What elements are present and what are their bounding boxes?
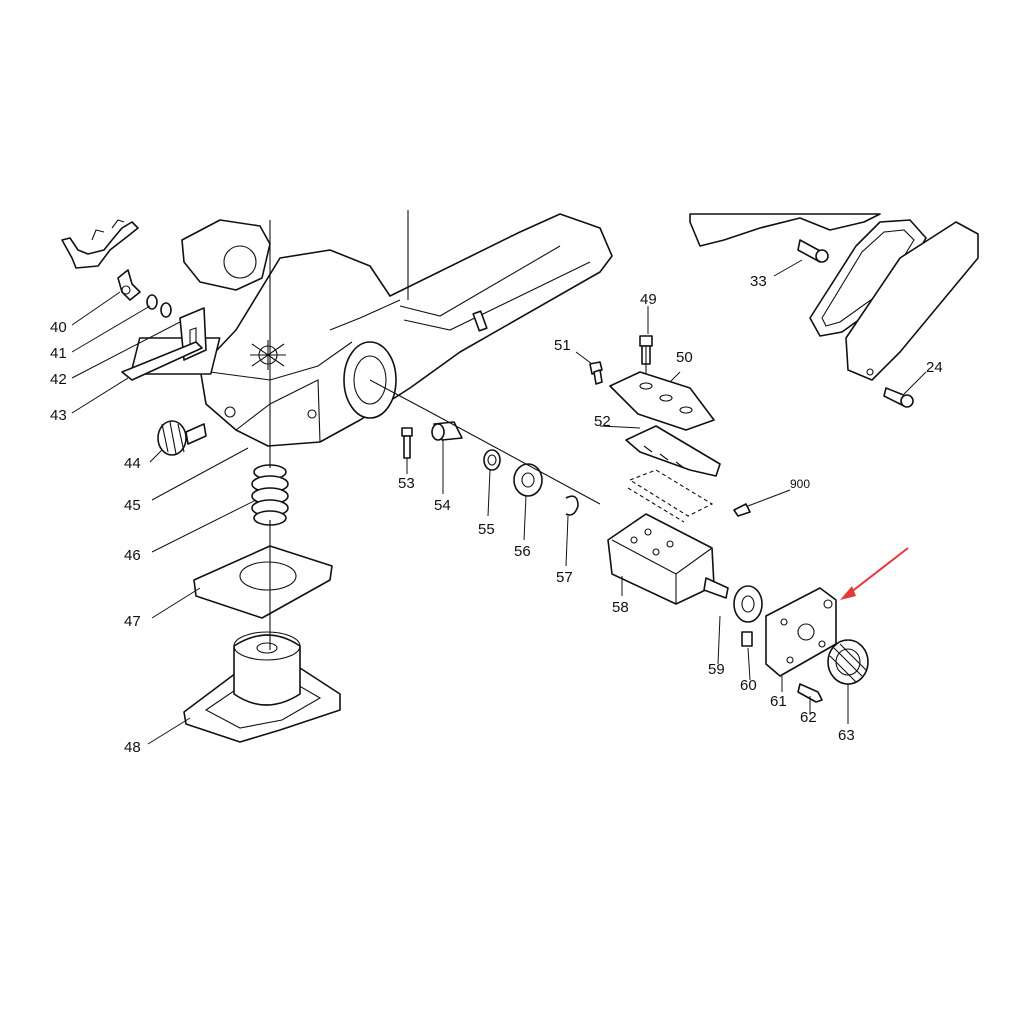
drum-58 [607, 513, 729, 605]
dashed-insert [627, 469, 714, 523]
leader-lines [71, 259, 927, 745]
label-48: 48 [124, 739, 141, 756]
label-900: 900 [790, 477, 810, 491]
screw-24 [883, 387, 914, 408]
label-49: 49 [640, 291, 657, 308]
label-42: 42 [50, 371, 67, 388]
spring-46 [251, 464, 289, 526]
label-45: 45 [124, 497, 141, 514]
label-43: 43 [50, 407, 67, 424]
label-57: 57 [556, 569, 573, 586]
blade-holder-52 [625, 425, 721, 477]
pin-60 [741, 631, 753, 647]
pin-54 [431, 421, 463, 441]
bearing-59 [733, 585, 763, 623]
label-55: 55 [478, 521, 495, 538]
label-61: 61 [770, 693, 787, 710]
top-left-bracket [61, 219, 139, 269]
label-60: 60 [740, 677, 757, 694]
label-44: 44 [124, 455, 141, 472]
base-48 [183, 631, 341, 743]
label-52: 52 [594, 413, 611, 430]
label-51: 51 [554, 337, 571, 354]
label-33: 33 [750, 273, 767, 290]
knob-63 [827, 639, 869, 685]
label-59: 59 [708, 661, 725, 678]
label-62: 62 [800, 709, 817, 726]
label-58: 58 [612, 599, 629, 616]
screw-33 [797, 239, 829, 263]
axis-line-shaft [369, 379, 601, 505]
highlight-arrow [840, 547, 909, 600]
label-41: 41 [50, 345, 67, 362]
blade-50 [609, 371, 715, 431]
knob-44 [157, 420, 207, 456]
circlip-57 [565, 495, 579, 516]
label-46: 46 [124, 547, 141, 564]
washer-55 [483, 449, 501, 471]
shoe-43 [121, 341, 203, 381]
screw-51 [589, 361, 603, 385]
screw-53 [401, 427, 413, 459]
bearing-56 [513, 463, 543, 497]
label-53: 53 [398, 475, 415, 492]
wing-bolt-40 [117, 269, 141, 301]
upper-right-assembly [689, 213, 979, 381]
label-56: 56 [514, 543, 531, 560]
plate-47 [193, 545, 333, 619]
label-50: 50 [676, 349, 693, 366]
washer-41 [146, 294, 172, 318]
label-40: 40 [50, 319, 67, 336]
plate-61 [765, 587, 837, 677]
label-24: 24 [926, 359, 943, 376]
bolt-49 [639, 335, 653, 365]
label-54: 54 [434, 497, 451, 514]
label-63: 63 [838, 727, 855, 744]
screw-900 [733, 503, 751, 517]
screw-62 [797, 683, 823, 703]
label-47: 47 [124, 613, 141, 630]
